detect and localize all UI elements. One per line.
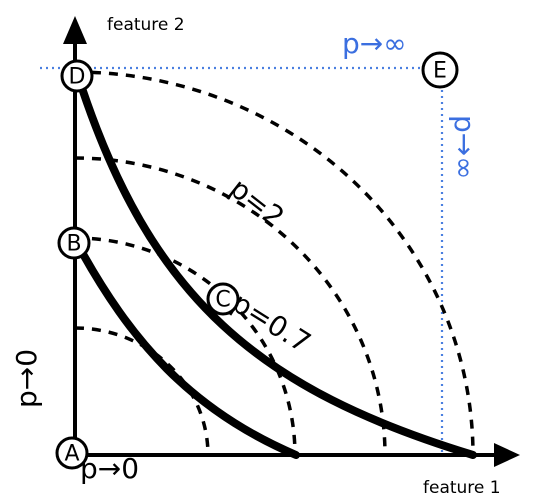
node-c-label: C (215, 288, 230, 313)
dashed-circle-medium (74, 236, 297, 456)
node-c: C (206, 282, 240, 316)
label-p-zero-bottom: p→0 (80, 452, 139, 485)
node-a-label: A (64, 442, 79, 467)
dashed-circle-small (74, 326, 210, 456)
node-d: D (60, 59, 94, 93)
node-a: A (55, 436, 89, 470)
label-p-zero-left: p→0 (10, 349, 43, 408)
solid-curve-inner (74, 241, 300, 459)
x-axis-label: feature 1 (423, 478, 501, 498)
node-d-label: D (69, 65, 86, 90)
label-p-infinity-top: p→∞ (342, 27, 407, 60)
node-b-label: B (66, 232, 81, 257)
node-b: B (57, 226, 91, 260)
x-axis-arrow-icon (494, 443, 520, 467)
solid-curve-outer (74, 72, 477, 459)
label-p-infinity-right: p→∞ (448, 115, 481, 180)
label-p-zero-seven: p=0.7 (226, 286, 316, 359)
y-axis-arrow-icon (63, 16, 87, 44)
dashed-circle-large (74, 156, 387, 456)
node-e: E (421, 51, 459, 89)
y-axis-label: feature 2 (107, 15, 185, 35)
label-p-two: p=2 (224, 172, 291, 234)
node-e-label: E (433, 59, 447, 84)
dashed-circle-outer (74, 70, 475, 456)
